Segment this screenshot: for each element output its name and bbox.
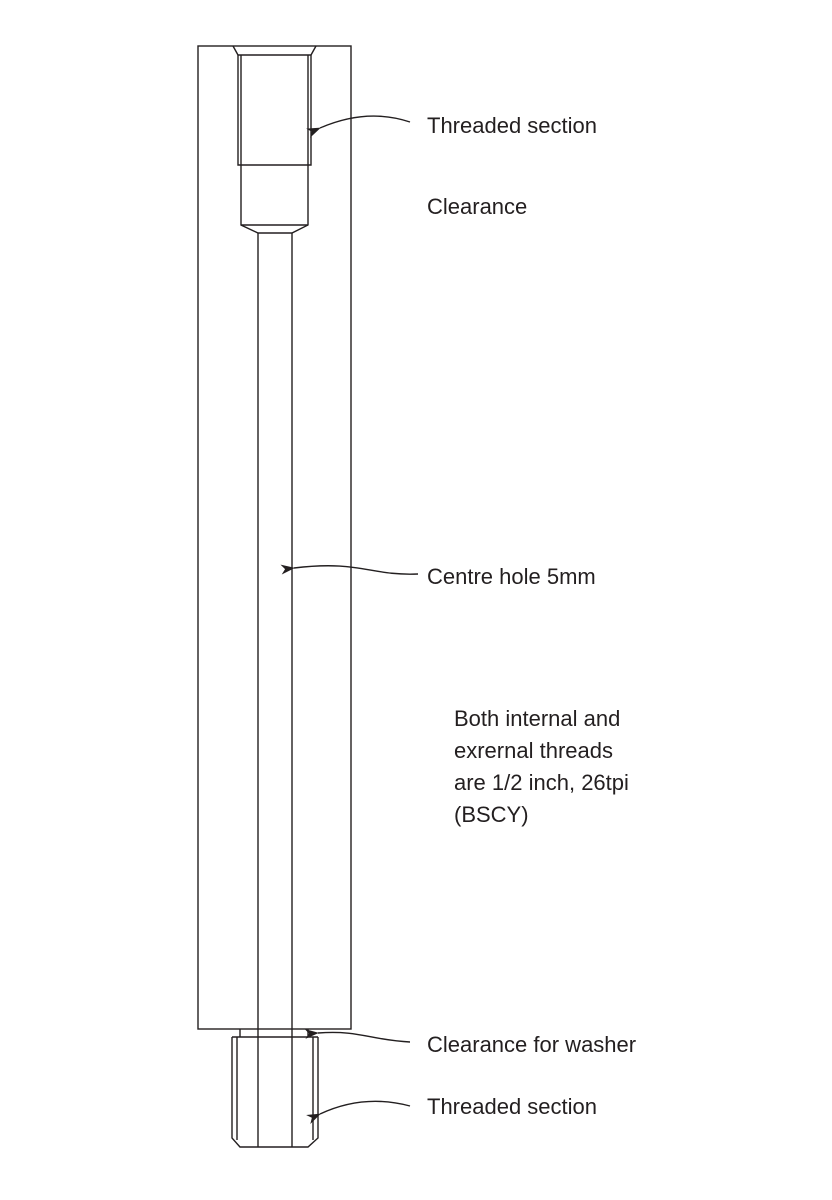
note-line-4: (BSCY) (454, 802, 529, 827)
leader-arrow-threaded-bottom (306, 1100, 411, 1125)
leader-arrow-threaded-top (306, 115, 411, 138)
label-clearance: Clearance (427, 194, 527, 219)
bottom-threaded-spigot (231, 1037, 319, 1148)
note-line-3: are 1/2 inch, 26tpi (454, 770, 629, 795)
top-threaded-bore (232, 45, 317, 166)
note-line-1: Both internal and (454, 706, 620, 731)
centre-hole (257, 233, 293, 1147)
top-clearance-bore (240, 165, 309, 234)
label-threaded-section-top: Threaded section (427, 113, 597, 138)
leader-arrow-centre-hole (280, 564, 419, 575)
leader-arrow-clearance-washer (304, 1028, 411, 1043)
washer-clearance (232, 1029, 318, 1038)
body-outline (197, 45, 352, 1030)
label-clearance-for-washer: Clearance for washer (427, 1032, 636, 1057)
label-centre-hole: Centre hole 5mm (427, 564, 596, 589)
note-line-2: exrernal threads (454, 738, 613, 763)
label-threaded-section-bottom: Threaded section (427, 1094, 597, 1119)
